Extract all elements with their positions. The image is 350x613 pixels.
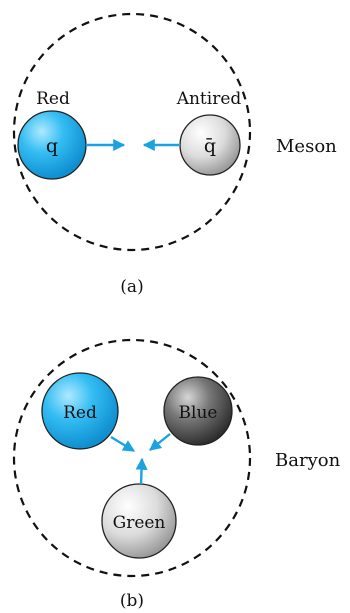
blue-quark-label: Blue bbox=[179, 403, 218, 423]
panel-b-caption: (b) bbox=[120, 591, 144, 611]
panel-b-baryon: Red Blue Green Baryon (b) bbox=[14, 340, 341, 611]
meson-label: Meson bbox=[276, 136, 337, 157]
panel-a-meson: q Red q̄ Antired Meson (a) bbox=[14, 14, 337, 297]
antiquark-symbol: q̄ bbox=[204, 135, 216, 157]
baryon-label: Baryon bbox=[275, 450, 341, 471]
panel-a-caption: (a) bbox=[120, 277, 143, 297]
force-arrow-green bbox=[141, 459, 142, 484]
force-arrow-red bbox=[111, 437, 134, 451]
antiquark-color-label-antired: Antired bbox=[176, 89, 242, 109]
quark-q-symbol: q bbox=[46, 135, 58, 157]
green-quark-label: Green bbox=[113, 513, 166, 533]
quark-color-label-red: Red bbox=[36, 89, 70, 109]
force-arrow-blue bbox=[150, 434, 170, 450]
red-quark-label: Red bbox=[63, 403, 97, 423]
